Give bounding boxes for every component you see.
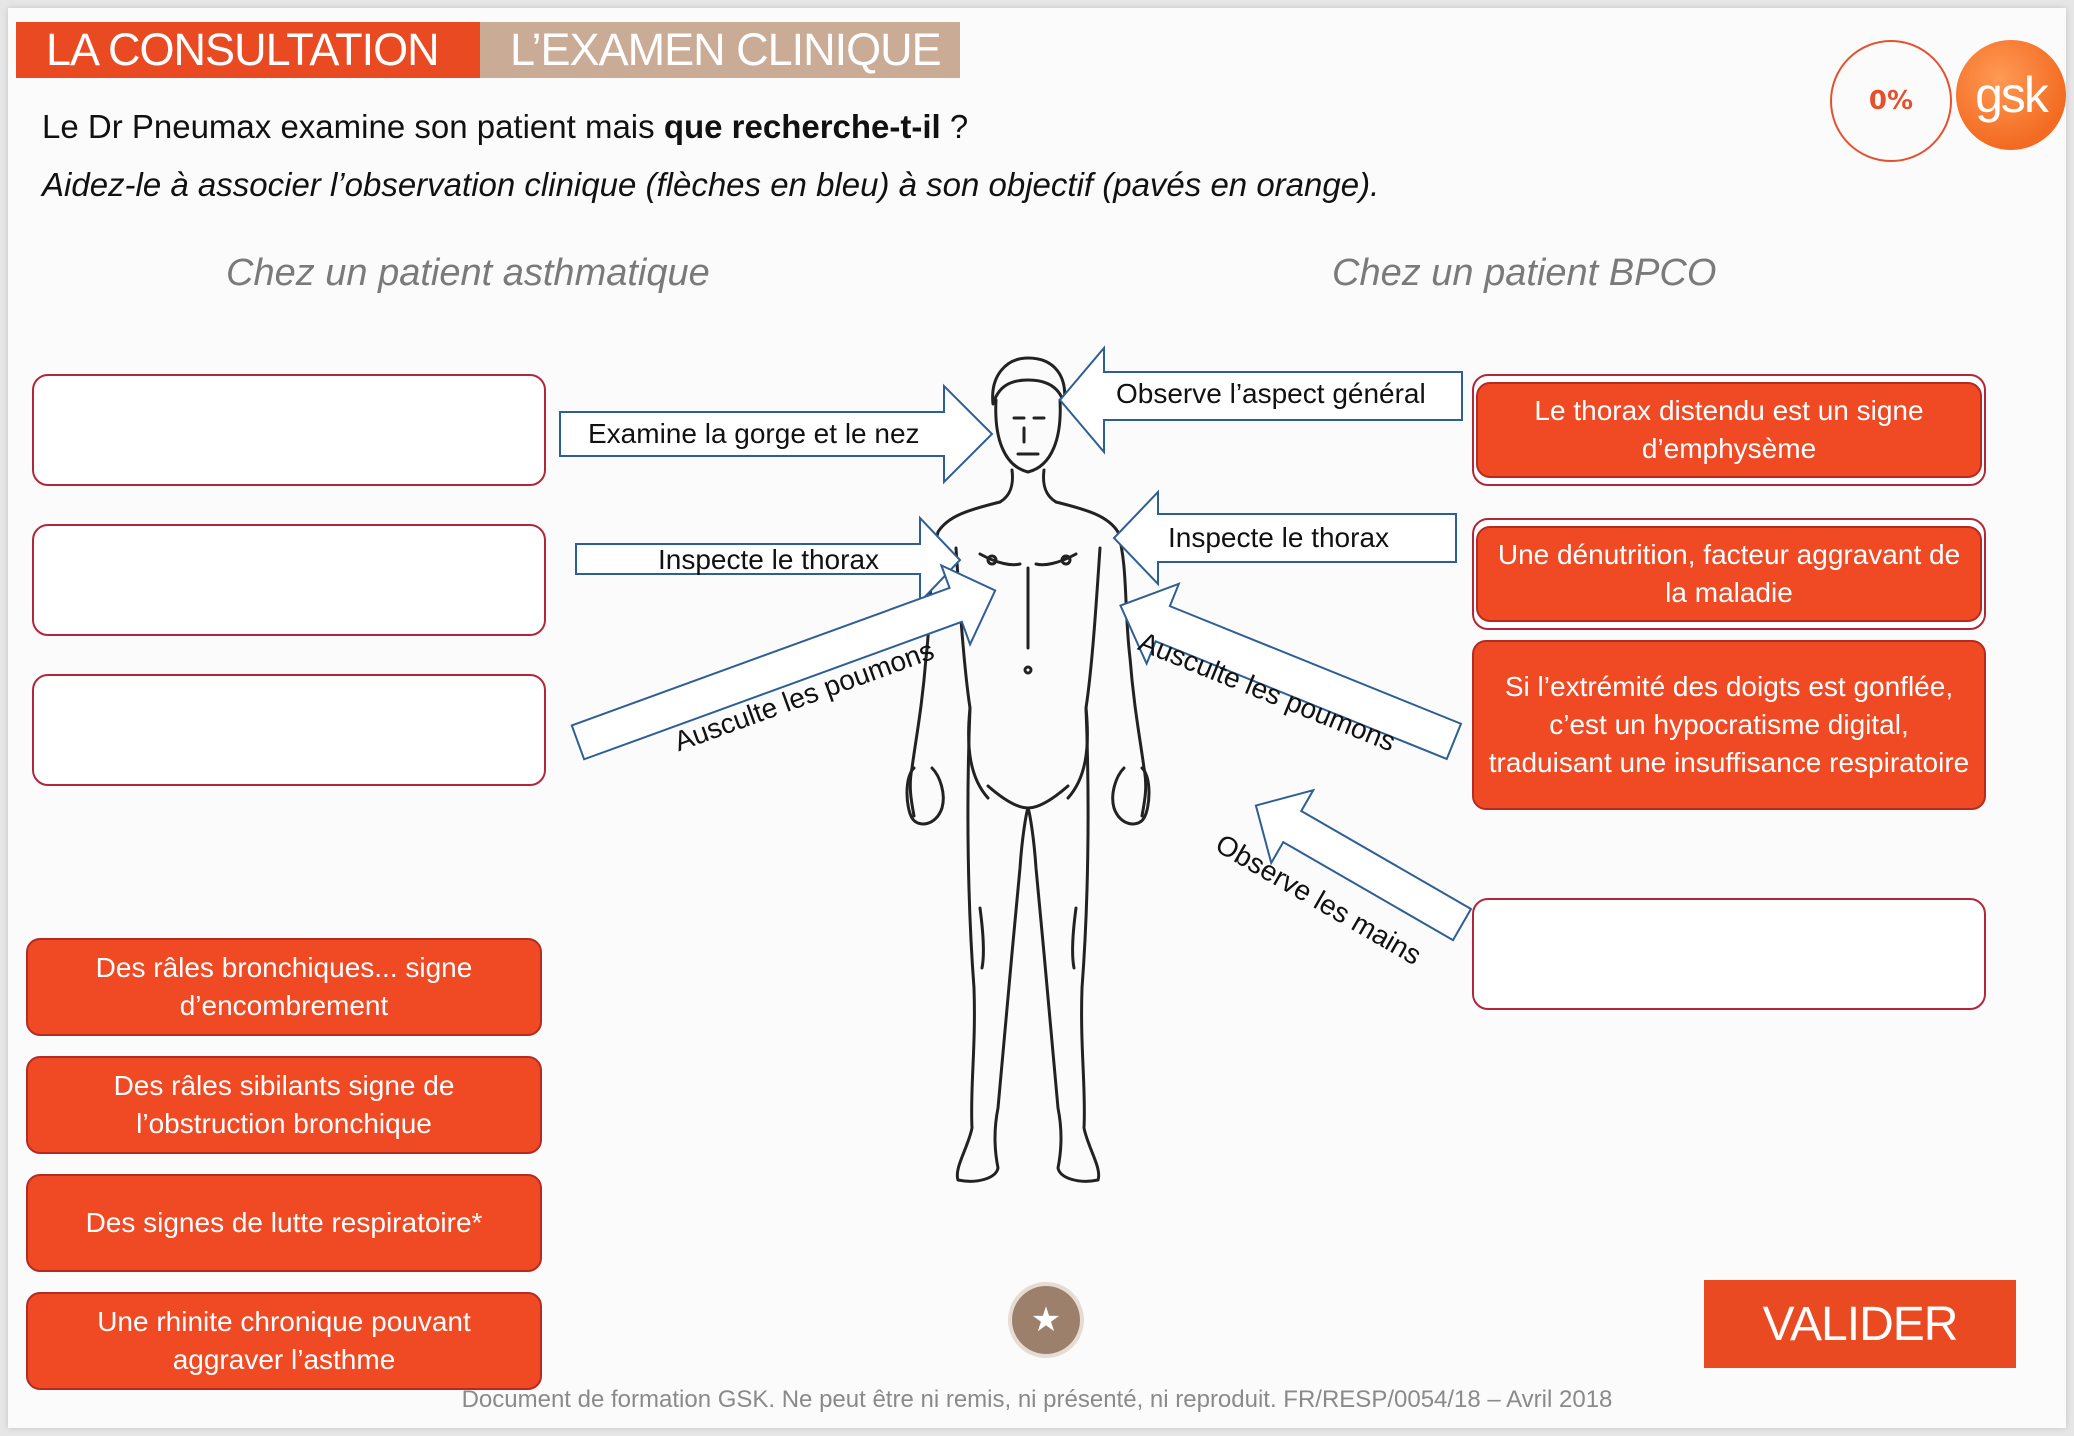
dropzone-right-4[interactable] — [1472, 898, 1986, 1010]
arrow-label-inspecte-thorax-left[interactable]: Inspecte le thorax — [658, 544, 880, 575]
answer-card-left-3[interactable]: Des signes de lutte respiratoire* — [26, 1174, 542, 1272]
answer-card-right-3[interactable]: Si l’extrémité des doigts est gonflée, c… — [1472, 640, 1986, 810]
question-line-2: Aidez-le à associer l’observation cliniq… — [42, 166, 1380, 203]
dropzone-right-2[interactable]: Une dénutrition, facteur aggravant de la… — [1472, 518, 1986, 630]
dropzone-left-3[interactable] — [32, 674, 546, 786]
answer-card-right-1[interactable]: Le thorax distendu est un signe d’emphys… — [1476, 382, 1982, 478]
star-icon: ★ — [1030, 1300, 1062, 1340]
arrow-observe-mains — [1254, 788, 1473, 942]
arrow-shapes — [559, 345, 1473, 942]
dropzone-left-1[interactable] — [32, 374, 546, 486]
question-line-1: Le Dr Pneumax examine son patient mais q… — [42, 108, 968, 146]
footer-disclaimer: Document de formation GSK. Ne peut être … — [461, 1386, 1613, 1413]
arrow-inspecte-thorax-left — [575, 515, 962, 605]
arrow-label-inspecte-thorax-right[interactable]: Inspecte le thorax — [1168, 522, 1390, 553]
arrow-label-examine-gorge[interactable]: Examine la gorge et le nez — [588, 418, 920, 449]
tab-la-consultation[interactable]: LA CONSULTATION — [16, 22, 480, 78]
arrow-aspect-general — [1058, 345, 1463, 455]
arrow-examine-gorge — [559, 383, 994, 485]
answer-card-left-4[interactable]: Une rhinite chronique pouvant aggraver l… — [26, 1292, 542, 1390]
answer-card-right-2[interactable]: Une dénutrition, facteur aggravant de la… — [1476, 526, 1982, 622]
answer-card-left-2[interactable]: Des râles sibilants signe de l’obstructi… — [26, 1056, 542, 1154]
slide: LA CONSULTATION L’EXAMEN CLINIQUE Le Dr … — [8, 8, 2066, 1428]
progress-indicator: 0% — [1830, 40, 1952, 162]
gsk-logo: gsk — [1956, 40, 2066, 150]
question-prefix: Le Dr Pneumax examine son patient mais — [42, 108, 664, 145]
dropzone-left-2[interactable] — [32, 524, 546, 636]
validate-button[interactable]: VALIDER — [1704, 1280, 2016, 1368]
answer-card-left-1[interactable]: Des râles bronchiques... signe d’encombr… — [26, 938, 542, 1036]
question-bold: que recherche-t-il — [663, 108, 941, 145]
arrow-inspecte-thorax-right — [1112, 489, 1457, 587]
arrow-ausculte-right — [1119, 582, 1463, 761]
arrow-ausculte-left — [570, 563, 997, 761]
column-title-asthma: Chez un patient asthmatique — [226, 252, 710, 294]
question-suffix: ? — [940, 108, 969, 145]
tab-examen-clinique[interactable]: L’EXAMEN CLINIQUE — [480, 22, 960, 78]
star-button[interactable]: ★ — [1012, 1286, 1080, 1354]
column-title-bpco: Chez un patient BPCO — [1332, 252, 1717, 294]
arrow-label-aspect-general[interactable]: Observe l’aspect général — [1116, 378, 1426, 409]
dropzone-right-1[interactable]: Le thorax distendu est un signe d’emphys… — [1472, 374, 1986, 486]
